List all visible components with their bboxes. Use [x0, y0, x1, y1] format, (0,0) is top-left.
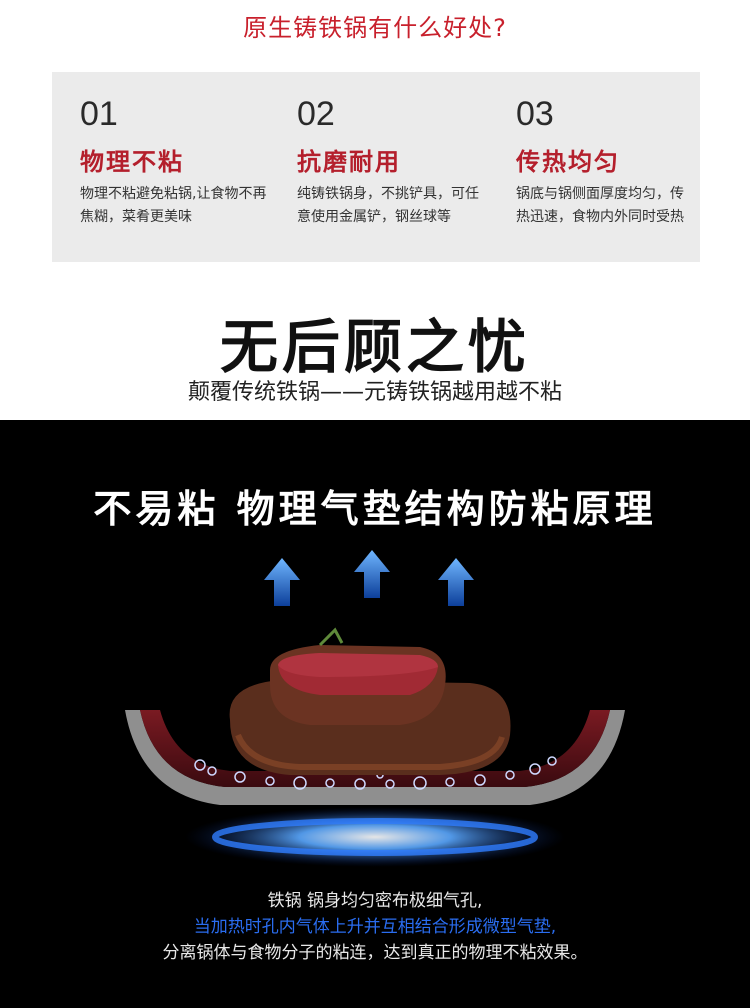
rising-air-arrows: [264, 550, 474, 606]
section-title: 原生铸铁锅有什么好处?: [243, 14, 507, 42]
feature-number: 03: [516, 95, 554, 133]
principle-section: 不易粘 物理气垫结构防粘原理: [0, 420, 750, 1008]
feature-item: 03 传热均匀 锅底与锅侧面厚度均匀，传热迅速，食物内外同时受热: [516, 94, 716, 229]
air-bubble-icons: [194, 756, 557, 790]
slogan: 无后顾之忧: [219, 313, 530, 381]
feature-desc: 物理不粘避免粘锅,让食物不再焦糊，菜肴更美味: [80, 186, 267, 225]
slogan-subtitle: 颠覆传统铁锅——元铸铁锅越用越不粘: [187, 380, 562, 405]
features-panel: 01 物理不粘 物理不粘避免粘锅,让食物不再焦糊，菜肴更美味 02 抗磨耐用 纯…: [52, 72, 700, 262]
caption-line: 分离锅体与食物分子的粘连，达到真正的物理不粘效果。: [162, 943, 588, 963]
feature-title: 物理不粘: [80, 147, 184, 176]
burner-flame-icon: [185, 807, 565, 867]
feature-desc: 锅底与锅侧面厚度均匀，传热迅速，食物内外同时受热: [516, 186, 684, 225]
feature-item: 01 物理不粘 物理不粘避免粘锅,让食物不再焦糊，菜肴更美味: [80, 94, 280, 229]
up-arrow-icon: [354, 550, 390, 598]
feature-number: 02: [297, 95, 335, 133]
caption-line-highlight: 当加热时孔内气体上升并互相结合形成微型气垫,: [193, 917, 557, 937]
feature-item: 02 抗磨耐用 纯铸铁锅身，不挑铲具，可任意使用金属铲，钢丝球等: [297, 94, 497, 229]
feature-title: 传热均匀: [516, 147, 620, 176]
principle-title: 不易粘 物理气垫结构防粘原理: [93, 486, 657, 531]
steak-icon: [270, 627, 446, 725]
feature-desc: 纯铸铁锅身，不挑铲具，可任意使用金属铲，钢丝球等: [297, 186, 479, 225]
up-arrow-icon: [264, 558, 300, 606]
up-arrow-icon: [438, 558, 474, 606]
feature-number: 01: [80, 95, 118, 133]
pan-steak-illustration: [125, 627, 625, 867]
caption-line: 铁锅 锅身均匀密布极细气孔,: [267, 891, 483, 911]
feature-title: 抗磨耐用: [297, 147, 401, 176]
